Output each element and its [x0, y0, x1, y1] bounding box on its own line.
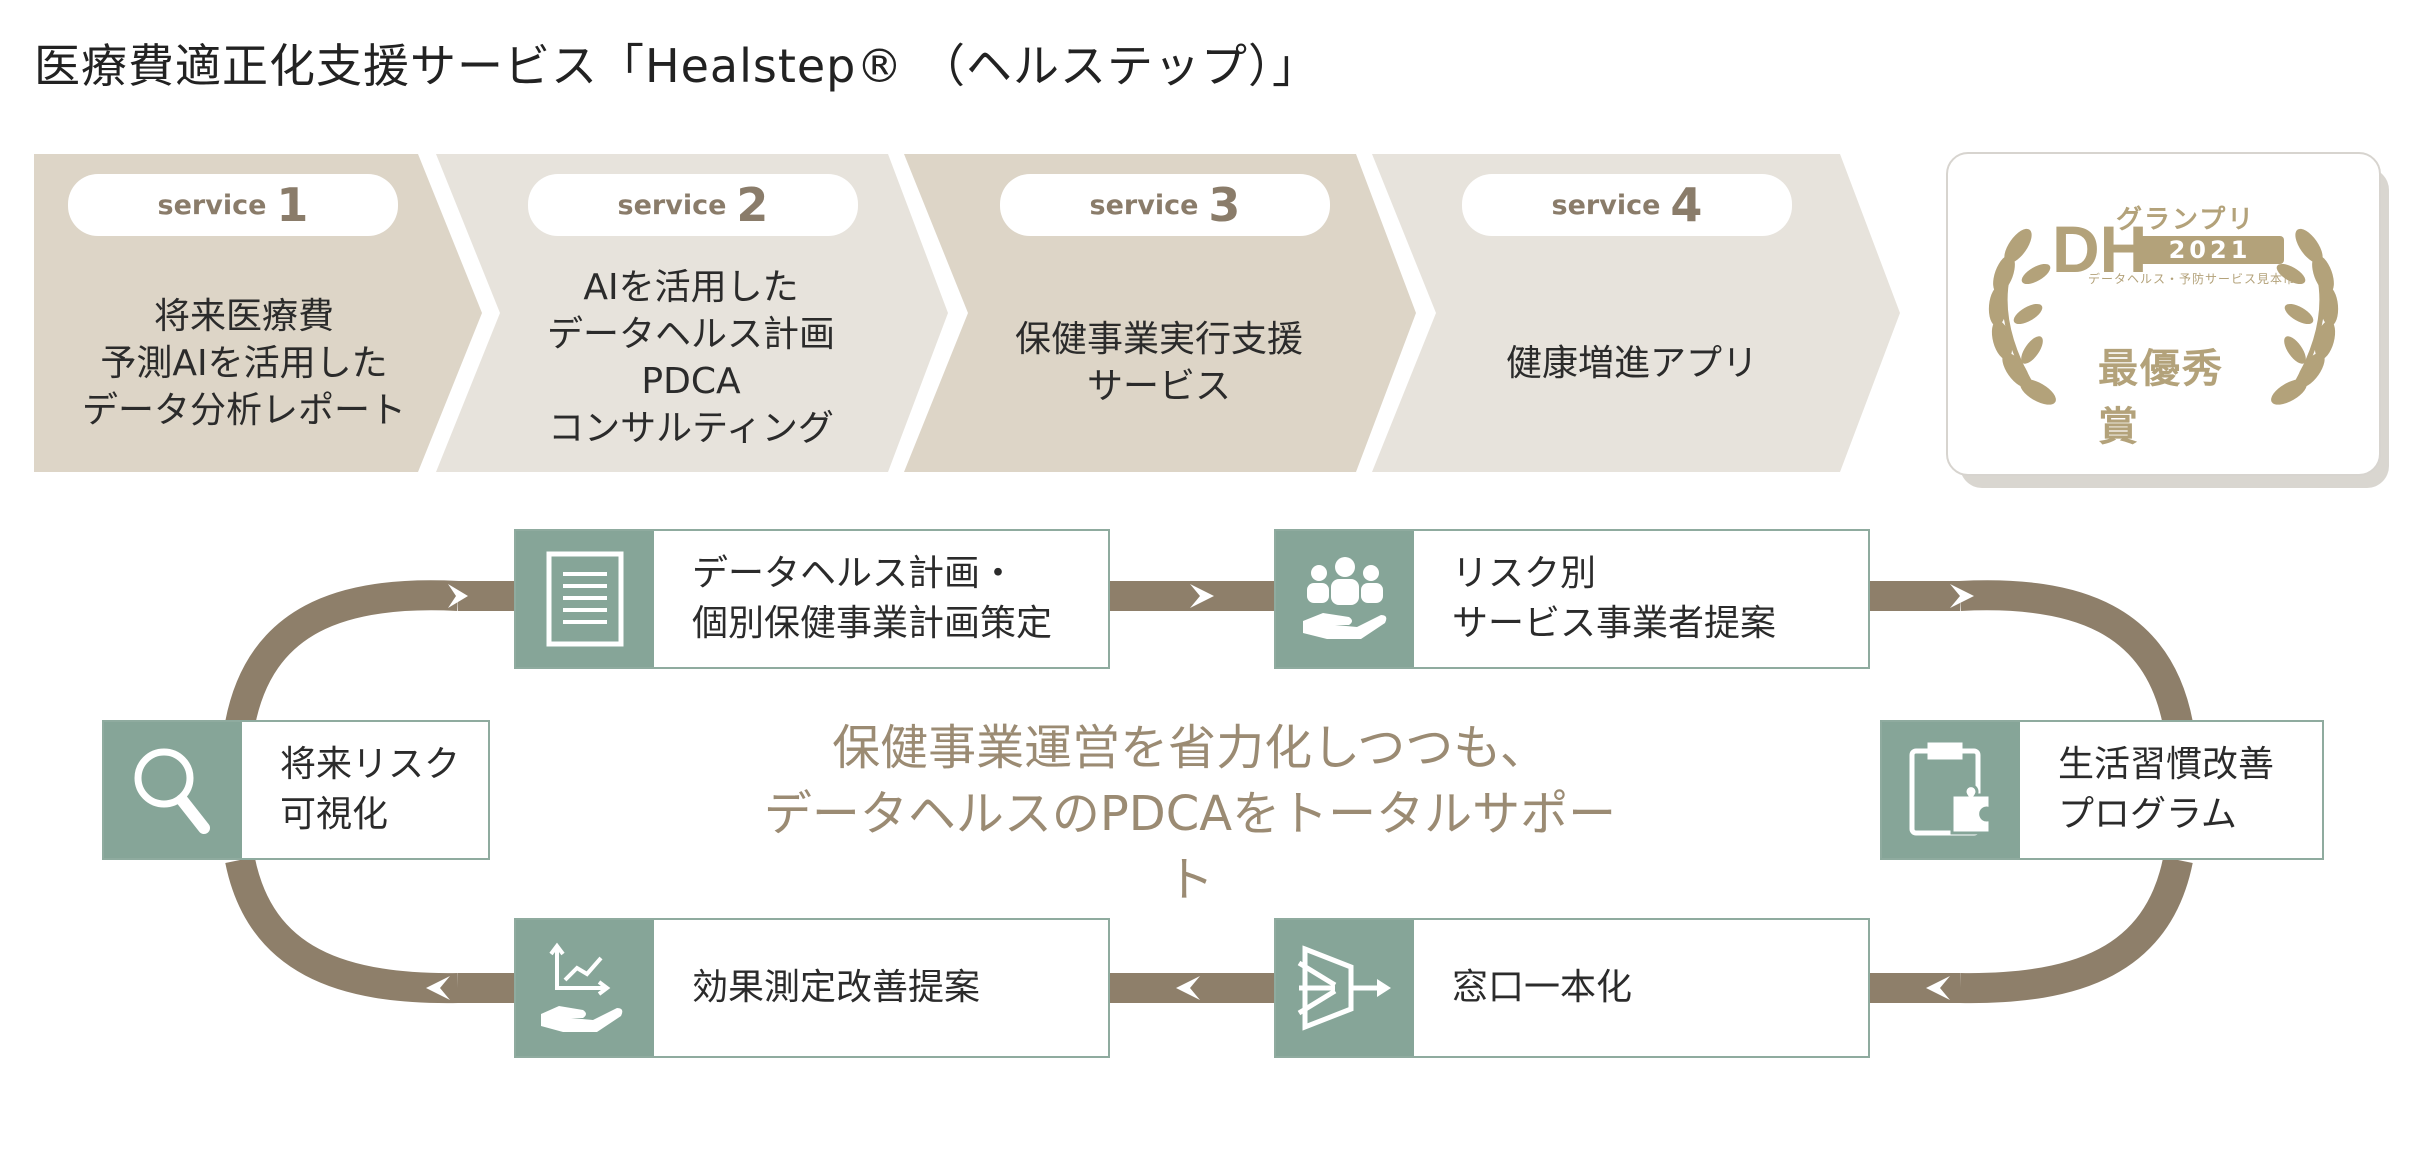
text-line: サービス事業者提案: [1452, 603, 1777, 644]
text-line: コンサルティング: [548, 408, 834, 449]
arrow-left-icon: [1176, 976, 1200, 1000]
text-line: 予測AIを活用した: [100, 342, 388, 384]
arrow-right-icon: [1950, 584, 1974, 608]
service-number: 2: [736, 178, 769, 232]
step-label: 窓口一本化: [1414, 920, 1868, 1056]
text-line: サービス: [1086, 366, 1231, 407]
text-line: データヘルス計画: [546, 314, 835, 355]
service-3-description: 保健事業実行支援 サービス: [944, 254, 1374, 472]
arrow-right-icon: [448, 584, 468, 608]
arrow-left-icon: [1926, 976, 1950, 1000]
step-label: 生活習慣改善 プログラム: [2020, 722, 2322, 858]
step-label: データヘルス計画・ 個別保健事業計画策定: [654, 531, 1108, 667]
step-provider-box: リスク別 サービス事業者提案: [1274, 529, 1870, 669]
text-line: 個別保健事業計画策定: [692, 603, 1053, 644]
step-label: リスク別 サービス事業者提案: [1414, 531, 1868, 667]
text-line: 効果測定改善提案: [692, 967, 981, 1008]
text-line: プログラム: [2058, 794, 2237, 835]
award-grandprix: グランプリ: [2116, 205, 2256, 235]
page-title: 医療費適正化支援サービス「Healstep® （ヘルステップ）」: [34, 39, 1319, 93]
text-line: 保健事業実行支援: [1014, 319, 1303, 360]
text-line: 生活習慣改善: [2058, 744, 2275, 785]
laurel-wreath-icon: DH: [1988, 212, 2339, 405]
service-1-description: 将来医療費 予測AIを活用した データ分析レポート: [34, 254, 454, 472]
service-number: 4: [1670, 178, 1703, 232]
award-card: DH グランプリ 2021 データヘルス・予防サービス見本市 最優秀賞: [1946, 152, 2381, 476]
service-4-description: 健康増進アプリ: [1412, 254, 1852, 472]
text-line: 保健事業運営を省力化しつつも、: [832, 720, 1548, 776]
text-line: データ分析レポート: [81, 389, 406, 431]
chart-hand-icon: [516, 920, 654, 1056]
service-word: service: [157, 189, 267, 221]
service-1-chevron: service 1 将来医療費 予測AIを活用した データ分析レポート: [34, 154, 482, 472]
text-line: 健康増進アプリ: [1505, 342, 1758, 384]
people-hand-icon: [1276, 531, 1414, 667]
service-2-description: AIを活用した データヘルス計画 PDCA コンサルティング: [476, 244, 906, 472]
service-word: service: [1089, 189, 1199, 221]
step-risk-visualize-box: 将来リスク 可視化: [102, 720, 490, 860]
text-line: リスク別: [1452, 553, 1597, 594]
text-line: 将来リスク: [280, 744, 461, 785]
clipboard-puzzle-icon: [1882, 722, 2020, 858]
text-line: 可視化: [280, 794, 389, 835]
service-1-badge: service 1: [68, 174, 398, 236]
cycle-arrows: [426, 584, 1974, 1000]
step-evaluation-box: 効果測定改善提案: [514, 918, 1110, 1058]
award-logo: DH: [2052, 212, 2147, 286]
service-2-chevron: service 2 AIを活用した データヘルス計画 PDCA コンサルティング: [436, 154, 948, 472]
text-line: AIを活用した: [583, 267, 799, 308]
step-single-window-box: 窓口一本化: [1274, 918, 1870, 1058]
cycle-center-message: 保健事業運営を省力化しつつも、 データヘルスのPDCAをトータルサポート: [740, 715, 1640, 913]
document-icon: [516, 531, 654, 667]
service-2-badge: service 2: [528, 174, 858, 236]
service-number: 3: [1208, 178, 1241, 232]
step-label: 効果測定改善提案: [654, 920, 1108, 1056]
arrow-right-icon: [1190, 584, 1214, 608]
step-lifestyle-box: 生活習慣改善 プログラム: [1880, 720, 2324, 860]
service-word: service: [617, 189, 727, 221]
funnel-arrow-icon: [1276, 920, 1414, 1056]
award-year: 2021: [2136, 236, 2284, 264]
service-4-chevron: service 4 健康増進アプリ: [1372, 154, 1900, 472]
magnifier-icon: [104, 722, 242, 858]
text-line: データヘルスのPDCAをトータルサポート: [763, 786, 1617, 908]
award-prize: 最優秀賞: [2098, 346, 2224, 450]
service-4-badge: service 4: [1462, 174, 1792, 236]
service-3-chevron: service 3 保健事業実行支援 サービス: [904, 154, 1416, 472]
award-subtitle: データヘルス・予防サービス見本市: [2088, 272, 2297, 286]
text-line: データヘルス計画・: [692, 553, 1017, 594]
step-label: 将来リスク 可視化: [242, 722, 488, 858]
step-plan-box: データヘルス計画・ 個別保健事業計画策定: [514, 529, 1110, 669]
service-3-badge: service 3: [1000, 174, 1330, 236]
arrow-left-icon: [426, 976, 450, 1000]
text-line: 将来医療費: [153, 295, 334, 337]
service-number: 1: [276, 178, 309, 232]
service-word: service: [1551, 189, 1661, 221]
text-line: 窓口一本化: [1452, 967, 1633, 1008]
text-line: PDCA: [641, 361, 741, 402]
